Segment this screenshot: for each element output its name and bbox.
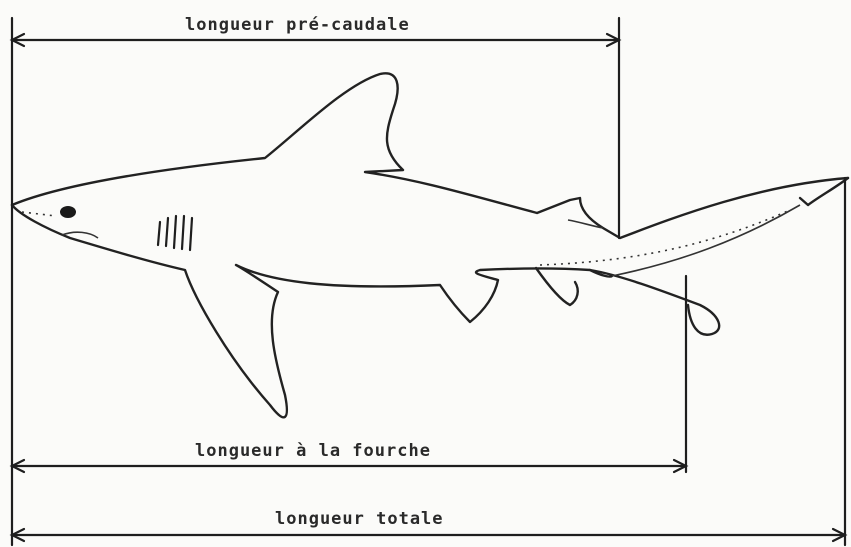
measure-total: longueur totale <box>12 178 845 545</box>
shark-upper-outline <box>12 73 848 238</box>
measure-pre-caudal: longueur pré-caudale <box>12 15 619 238</box>
shark-gill-slits <box>158 216 192 250</box>
shark-figure <box>12 73 848 417</box>
shark-tail-lower-lobe <box>590 270 719 335</box>
shark-anal-fin <box>536 268 578 305</box>
total-label: longueur totale <box>275 509 444 529</box>
shark-eye <box>60 206 76 218</box>
fork-label: longueur à la fourche <box>195 441 431 461</box>
pre-caudal-label: longueur pré-caudale <box>185 15 410 35</box>
measure-fork: longueur à la fourche <box>12 205 686 545</box>
shark-nostril <box>22 212 56 216</box>
shark-lower-outline <box>12 205 612 417</box>
shark-lateral-line <box>540 210 790 265</box>
